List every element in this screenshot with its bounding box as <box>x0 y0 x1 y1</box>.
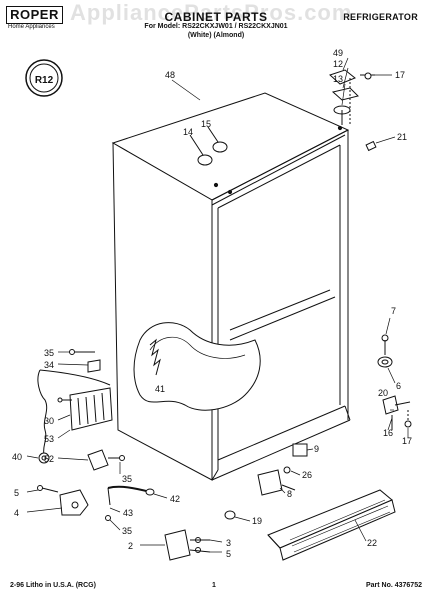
callout-26: 26 <box>302 470 312 480</box>
callout-34: 34 <box>44 360 54 370</box>
callout-41: 41 <box>155 384 165 394</box>
callout-5-b: 5 <box>226 549 231 559</box>
drain-tube <box>105 485 155 521</box>
lower-hinge-parts <box>377 334 393 368</box>
brand-subtitle: Home Appliances <box>8 24 55 30</box>
callout-19: 19 <box>252 516 262 526</box>
part-9-block <box>292 443 308 457</box>
toe-grille <box>267 489 396 561</box>
callout-12: 12 <box>333 59 343 69</box>
footer-page-number: 1 <box>212 582 216 589</box>
callout-labels: 48 49 12 13 17 14 15 21 7 6 35 34 41 30 … <box>12 48 412 559</box>
r12-badge <box>25 59 63 97</box>
callout-35-c: 35 <box>122 526 132 536</box>
footer-print-info: 2-96 Litho in U.S.A. (RCG) <box>10 582 96 589</box>
callout-14: 14 <box>183 127 193 137</box>
callout-5-a: 5 <box>14 488 19 498</box>
callout-48: 48 <box>165 70 175 80</box>
callout-17-top: 17 <box>395 70 405 80</box>
callout-7: 7 <box>391 306 396 316</box>
part-26-screw <box>283 466 291 474</box>
page-title: CABINET PARTS <box>164 10 268 24</box>
brand-logo: ROPER <box>6 6 63 24</box>
callout-49: 49 <box>333 48 343 58</box>
relay-box <box>57 387 113 431</box>
part-19-clip <box>224 510 236 520</box>
callout-52: 52 <box>44 454 54 464</box>
callout-16: 16 <box>383 428 393 438</box>
footer-part-number: Part No. 4376752 <box>365 582 422 589</box>
left-bottom-fitting <box>37 485 89 516</box>
callout-4: 4 <box>14 508 19 518</box>
callout-20: 20 <box>378 388 388 398</box>
badge-text: R12 <box>35 75 54 86</box>
callout-3: 3 <box>226 538 231 548</box>
category-label: REFRIGERATOR <box>343 12 418 22</box>
top-plugs <box>189 126 228 166</box>
callout-43: 43 <box>123 508 133 518</box>
callout-53: 53 <box>44 434 54 444</box>
callout-30: 30 <box>44 416 54 426</box>
callout-13: 13 <box>333 74 343 84</box>
bottom-hinge <box>164 529 211 561</box>
cabinet-body <box>111 92 351 481</box>
callout-8: 8 <box>287 489 292 499</box>
model-line: For Model: RS22CKXJW01 / RS22CKXJN01 <box>144 23 288 30</box>
callout-22: 22 <box>367 538 377 548</box>
callout-9: 9 <box>314 444 319 454</box>
clamp-assembly <box>87 449 125 471</box>
watermark: AppliancePartsPros.com <box>70 0 353 25</box>
part-21-clip <box>365 140 377 152</box>
callout-15: 15 <box>201 119 211 129</box>
callout-35-a: 35 <box>44 348 54 358</box>
callout-40: 40 <box>12 452 22 462</box>
callout-42: 42 <box>170 494 180 504</box>
callout-2: 2 <box>128 541 133 551</box>
right-bracket <box>382 395 412 430</box>
upper-hinge-parts <box>329 69 375 125</box>
part-41-spring <box>149 338 161 376</box>
colors-line: (White) (Almond) <box>187 32 245 39</box>
callout-6: 6 <box>396 381 401 391</box>
callout-35-b: 35 <box>122 474 132 484</box>
callout-17-bottom: 17 <box>402 436 412 446</box>
leader-lines <box>26 57 409 553</box>
callout-21: 21 <box>397 132 407 142</box>
wiring-harness <box>37 349 111 464</box>
